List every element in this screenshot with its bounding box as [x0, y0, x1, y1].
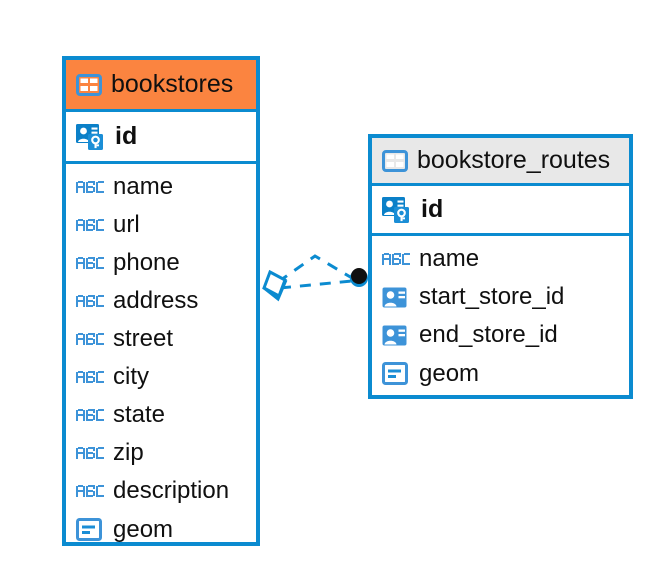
column-label: name: [419, 245, 480, 272]
column-label: street: [113, 325, 174, 352]
column-label: city: [113, 363, 149, 390]
column-row-primary-key[interactable]: id: [372, 186, 629, 236]
column-row-end_store_id[interactable]: end_store_id: [372, 316, 629, 354]
column-row-phone[interactable]: phone: [66, 244, 256, 282]
entity-title: bookstores: [111, 70, 234, 98]
text-type-icon: [76, 294, 104, 308]
column-list-bookstore_routes: name start_store_id: [372, 236, 629, 398]
column-row-name[interactable]: name: [372, 240, 629, 278]
filled-circle-marker: [350, 268, 368, 287]
text-type-icon: [76, 332, 104, 346]
table-icon: [382, 149, 408, 172]
column-row-state[interactable]: state: [66, 396, 256, 434]
column-row-url[interactable]: url: [66, 206, 256, 244]
column-row-geom[interactable]: geom: [372, 354, 629, 394]
text-type-icon: [76, 218, 104, 232]
entity-header-bookstores[interactable]: bookstores: [66, 60, 256, 112]
text-type-icon: [76, 256, 104, 270]
column-label: zip: [113, 439, 144, 466]
relationship-line-lower: [279, 279, 353, 290]
column-row-city[interactable]: city: [66, 358, 256, 396]
column-row-name[interactable]: name: [66, 168, 256, 206]
column-row-description[interactable]: description: [66, 472, 256, 510]
column-label: geom: [419, 360, 480, 387]
text-type-icon: [76, 446, 104, 460]
entity-bookstores[interactable]: bookstores id: [62, 56, 260, 546]
column-label: name: [113, 173, 174, 200]
relationship-line-upper: [277, 254, 353, 284]
column-label: address: [113, 287, 199, 314]
column-label: geom: [113, 516, 174, 543]
primary-key-icon: [382, 196, 412, 224]
entity-title: bookstore_routes: [417, 146, 611, 174]
column-label: end_store_id: [419, 321, 558, 348]
table-icon: [76, 73, 102, 96]
geometry-type-icon: [76, 518, 104, 542]
foreign-key-icon: [382, 286, 410, 309]
geometry-type-icon: [382, 362, 410, 386]
text-type-icon: [382, 252, 410, 266]
column-label: state: [113, 401, 166, 428]
column-label: phone: [113, 249, 180, 276]
column-label: id: [421, 195, 444, 223]
text-type-icon: [76, 484, 104, 498]
column-row-start_store_id[interactable]: start_store_id: [372, 278, 629, 316]
entity-header-bookstore_routes[interactable]: bookstore_routes: [372, 138, 629, 186]
column-label: id: [115, 122, 138, 150]
text-type-icon: [76, 370, 104, 384]
text-type-icon: [76, 408, 104, 422]
text-type-icon: [76, 180, 104, 194]
column-row-address[interactable]: address: [66, 282, 256, 320]
column-label: url: [113, 211, 140, 238]
column-row-zip[interactable]: zip: [66, 434, 256, 472]
column-label: start_store_id: [419, 283, 565, 310]
diamond-marker: [262, 269, 288, 302]
foreign-key-icon: [382, 324, 410, 347]
column-row-geom[interactable]: geom: [66, 510, 256, 550]
column-label: description: [113, 477, 230, 504]
entity-bookstore_routes[interactable]: bookstore_routes id: [368, 134, 633, 399]
column-row-primary-key[interactable]: id: [66, 112, 256, 164]
primary-key-icon: [76, 123, 106, 151]
column-list-bookstores: name ur: [66, 164, 256, 554]
column-row-street[interactable]: street: [66, 320, 256, 358]
